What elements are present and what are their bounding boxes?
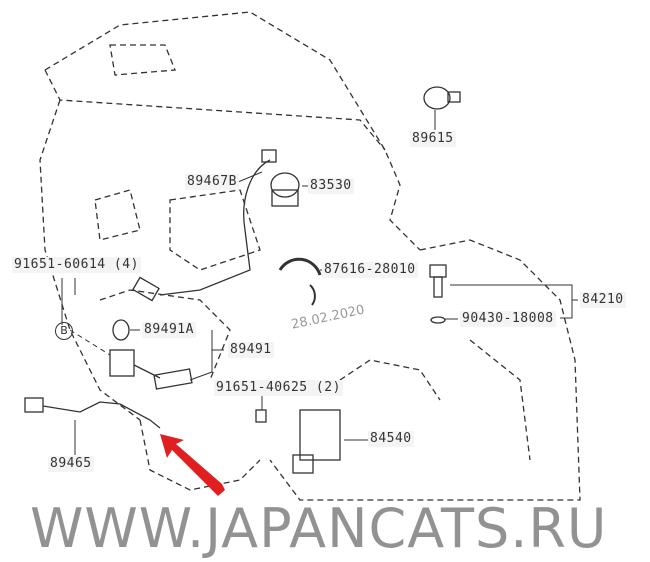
label-83530[interactable]: 83530 <box>308 178 354 194</box>
red-arrow <box>160 434 225 496</box>
label-87616-28010[interactable]: 87616-28010 <box>322 262 418 278</box>
label-89491a[interactable]: 89491A <box>142 322 196 338</box>
clip-87616 <box>278 257 322 276</box>
sensor-wire-89465 <box>42 401 161 429</box>
part-84210-shape <box>429 264 447 324</box>
sensor-wire-89467b <box>159 159 271 296</box>
connector-89467b <box>261 149 277 163</box>
label-84210[interactable]: 84210 <box>580 292 626 308</box>
label-90430-18008[interactable]: 90430-18008 <box>460 311 556 327</box>
connector-89491 <box>153 368 193 390</box>
label-84540[interactable]: 84540 <box>368 431 414 447</box>
gasket-89491a <box>112 319 130 341</box>
engine-outline <box>39 11 581 501</box>
label-89615[interactable]: 89615 <box>410 131 456 147</box>
reference-marker-b: B <box>55 322 73 340</box>
clip-87616-tail <box>309 284 316 306</box>
label-89491[interactable]: 89491 <box>228 342 274 358</box>
leader-lines <box>61 110 578 455</box>
label-91651-40625[interactable]: 91651-40625 (2) <box>214 380 343 396</box>
nut-91651-40625 <box>255 409 267 423</box>
watermark: WWW.JAPANCATS.RU <box>30 497 608 560</box>
label-89465[interactable]: 89465 <box>48 456 94 472</box>
wire-89491 <box>133 364 161 379</box>
label-91651-60614[interactable]: 91651-60614 (4) <box>12 257 141 273</box>
part-84540-shape <box>292 409 341 474</box>
part-89615-shape <box>423 86 461 110</box>
flange-89491 <box>109 349 135 377</box>
part-83530-shape <box>270 172 300 207</box>
sensor-body-upper <box>132 276 160 302</box>
label-89467b[interactable]: 89467B <box>185 174 239 190</box>
connector-89465 <box>24 397 44 413</box>
